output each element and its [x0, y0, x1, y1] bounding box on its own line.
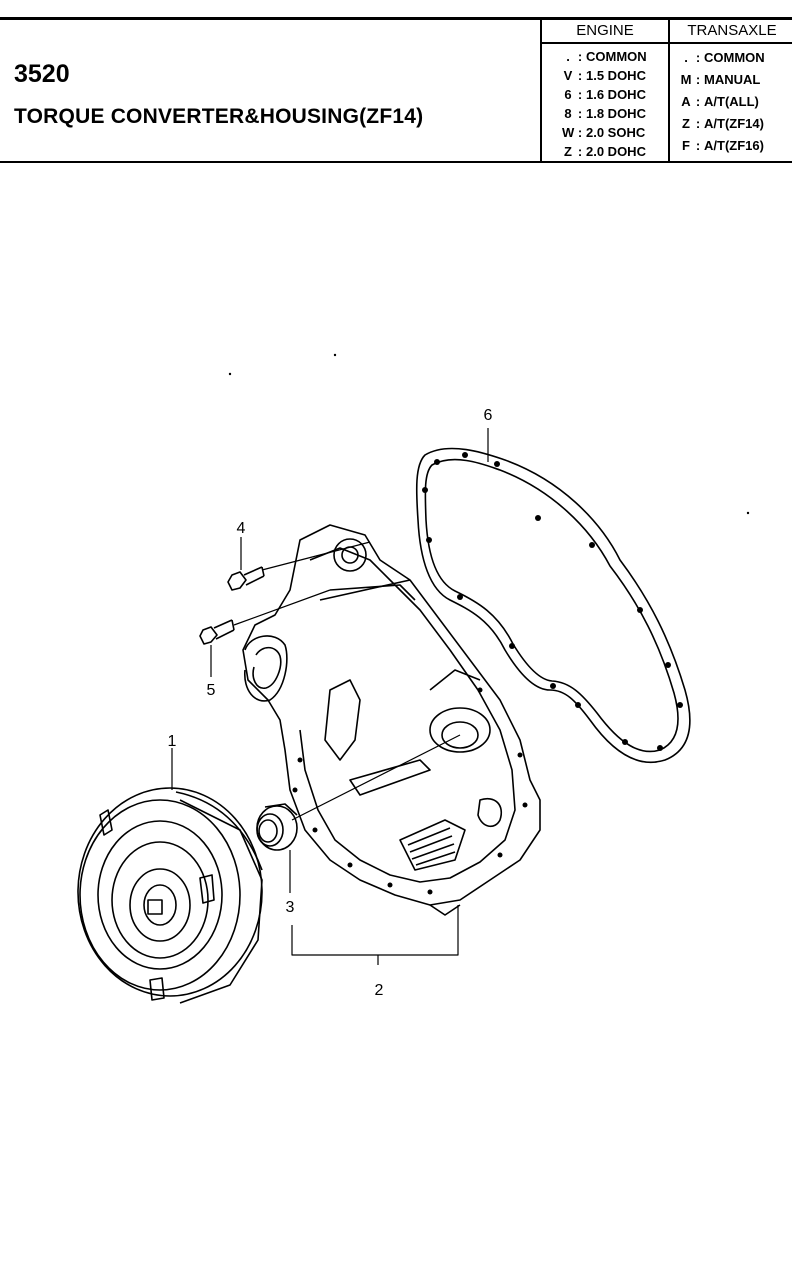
callout-3: 3 — [286, 899, 295, 916]
converter-housing-2 — [242, 524, 541, 916]
callout-1: 1 — [168, 733, 177, 750]
exploded-parts-drawing: 1 2 3 4 5 6 — [77, 353, 750, 1004]
part-number: 3520 — [14, 60, 70, 88]
transaxle-row: .:COMMON — [684, 50, 765, 65]
transaxle-row: M:MANUAL — [680, 72, 761, 87]
engine-legend: ENGINE .:COMMON V:1.5 DOHC 6:1.6 DOHC 8:… — [542, 20, 670, 163]
transaxle-row: A:A/T(ALL) — [681, 94, 759, 109]
engine-row: Z:2.0 DOHC — [564, 144, 646, 159]
part-title: TORQUE CONVERTER&HOUSING(ZF14) — [14, 105, 424, 128]
engine-row: 6:1.6 DOHC — [564, 87, 646, 102]
bolt-4 — [227, 566, 265, 591]
engine-row: .:COMMON — [566, 49, 647, 64]
oil-seal-3 — [256, 803, 298, 851]
engine-heading: ENGINE — [542, 20, 668, 44]
torque-converter-1 — [77, 787, 263, 1004]
leader-lines — [171, 428, 489, 965]
callout-6: 6 — [484, 407, 493, 424]
engine-row: W:2.0 SOHC — [562, 125, 646, 140]
callout-4: 4 — [237, 520, 246, 537]
scan-specks — [228, 353, 750, 515]
callout-2: 2 — [375, 982, 384, 999]
transaxle-heading: TRANSAXLE — [670, 20, 792, 44]
header-bar: 3520 TORQUE CONVERTER&HOUSING(ZF14) ENGI… — [0, 17, 792, 163]
code-legend: ENGINE .:COMMON V:1.5 DOHC 6:1.6 DOHC 8:… — [540, 20, 792, 163]
transaxle-row: Z:A/T(ZF14) — [682, 116, 764, 131]
engine-row: 8:1.8 DOHC — [564, 106, 646, 121]
bolt-5 — [199, 619, 235, 645]
transaxle-legend: TRANSAXLE .:COMMON M:MANUAL A:A/T(ALL) Z… — [670, 20, 792, 163]
transaxle-row: F:A/T(ZF16) — [682, 138, 764, 153]
gasket-6 — [415, 447, 691, 764]
engine-row: V:1.5 DOHC — [563, 68, 646, 83]
callout-5: 5 — [207, 682, 216, 699]
